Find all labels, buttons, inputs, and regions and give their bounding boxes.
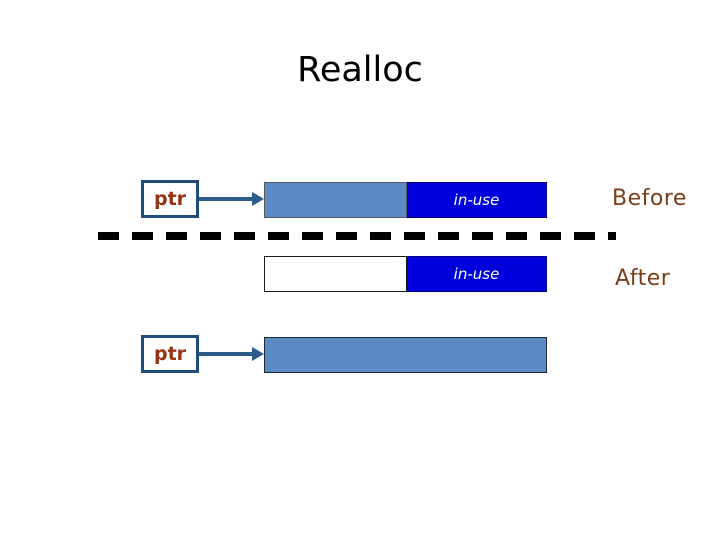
annotation-after: After xyxy=(615,266,671,291)
divider-dashed-line xyxy=(98,232,616,240)
memory-block-after-released xyxy=(264,256,407,292)
memory-block-before-inuse: in-use xyxy=(407,182,547,218)
arrow-shaft xyxy=(199,197,253,201)
memory-block-after-inuse-label: in-use xyxy=(453,264,500,283)
pointer-box-after-label: ptr xyxy=(153,342,187,365)
memory-bar-after: in-use xyxy=(264,256,547,292)
pointer-arrow-before-icon xyxy=(199,192,265,206)
pointer-arrow-after-icon xyxy=(199,347,265,361)
pointer-box-before-label: ptr xyxy=(153,187,187,210)
arrow-head xyxy=(252,347,264,361)
pointer-box-after: ptr xyxy=(141,335,199,373)
page-title: Realloc xyxy=(297,50,423,90)
memory-bar-before: in-use xyxy=(264,182,547,218)
arrow-head xyxy=(252,192,264,206)
annotation-before: Before xyxy=(612,186,687,211)
memory-block-after-inuse: in-use xyxy=(407,256,547,292)
arrow-shaft xyxy=(199,352,253,356)
memory-block-before-free xyxy=(264,182,407,218)
memory-block-before-inuse-label: in-use xyxy=(453,190,500,209)
memory-bar-allocated xyxy=(264,337,547,373)
pointer-box-before: ptr xyxy=(141,180,199,218)
